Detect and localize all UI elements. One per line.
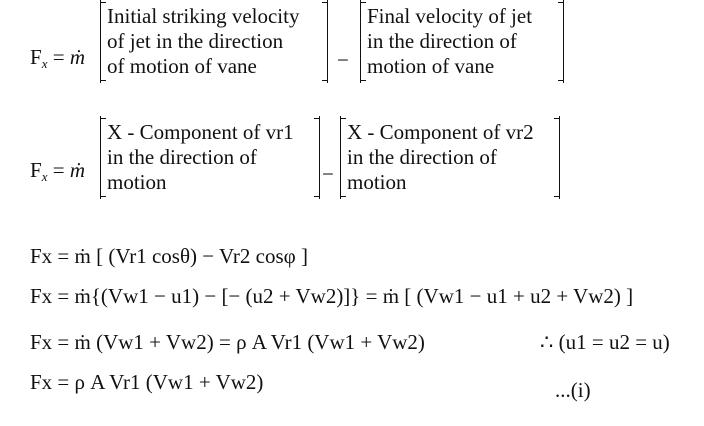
bracket-d-line-1: X - Component of vr2 [347, 120, 534, 144]
bracket-d-line-2: in the direction of [347, 145, 497, 169]
bracket-b-line-2: in the direction of [367, 29, 517, 53]
bracket-c-line-1: X - Component of vr1 [107, 120, 294, 144]
minus-sign-1: − [337, 48, 349, 72]
lhs-fx-2: Fx = ṁ [30, 158, 85, 184]
bracket-c-line-3: motion [107, 170, 167, 194]
equation-tag-i: ...(i) [555, 378, 591, 402]
bracket-initial-velocity: Initial striking velocity of jet in the … [100, 0, 328, 83]
bracket-final-velocity: Final velocity of jet in the direction o… [360, 0, 564, 83]
equation-line-3: Fx = ṁ [ (Vr1 cosθ) − Vr2 cosφ ] [30, 244, 309, 268]
bracket-b-line-3: motion of vane [367, 54, 495, 78]
bracket-x-component-vr2: X - Component of vr2 in the direction of… [340, 116, 560, 199]
lhs-fx-1: Fx = ṁ [30, 45, 85, 71]
equation-line-5: Fx = ṁ (Vw1 + Vw2) = ρ A Vr1 (Vw1 + Vw2) [30, 330, 425, 354]
minus-sign-2: − [322, 162, 334, 186]
bracket-b-line-1: Final velocity of jet [367, 4, 533, 28]
bracket-a-line-2: of jet in the direction [107, 29, 284, 53]
bracket-d-line-3: motion [347, 170, 407, 194]
bracket-a-line-3: of motion of vane [107, 54, 257, 78]
bracket-x-component-vr1: X - Component of vr1 in the direction of… [100, 116, 320, 199]
equation-line-6: Fx = ρ A Vr1 (Vw1 + Vw2) [30, 370, 264, 394]
bracket-c-line-2: in the direction of [107, 145, 257, 169]
bracket-a-line-1: Initial striking velocity [107, 4, 300, 28]
equation-line-4: Fx = ṁ{(Vw1 − u1) − [− (u2 + Vw2)]} = ṁ … [30, 284, 634, 308]
equation-line-5-note: ∴ (u1 = u2 = u) [540, 330, 670, 354]
